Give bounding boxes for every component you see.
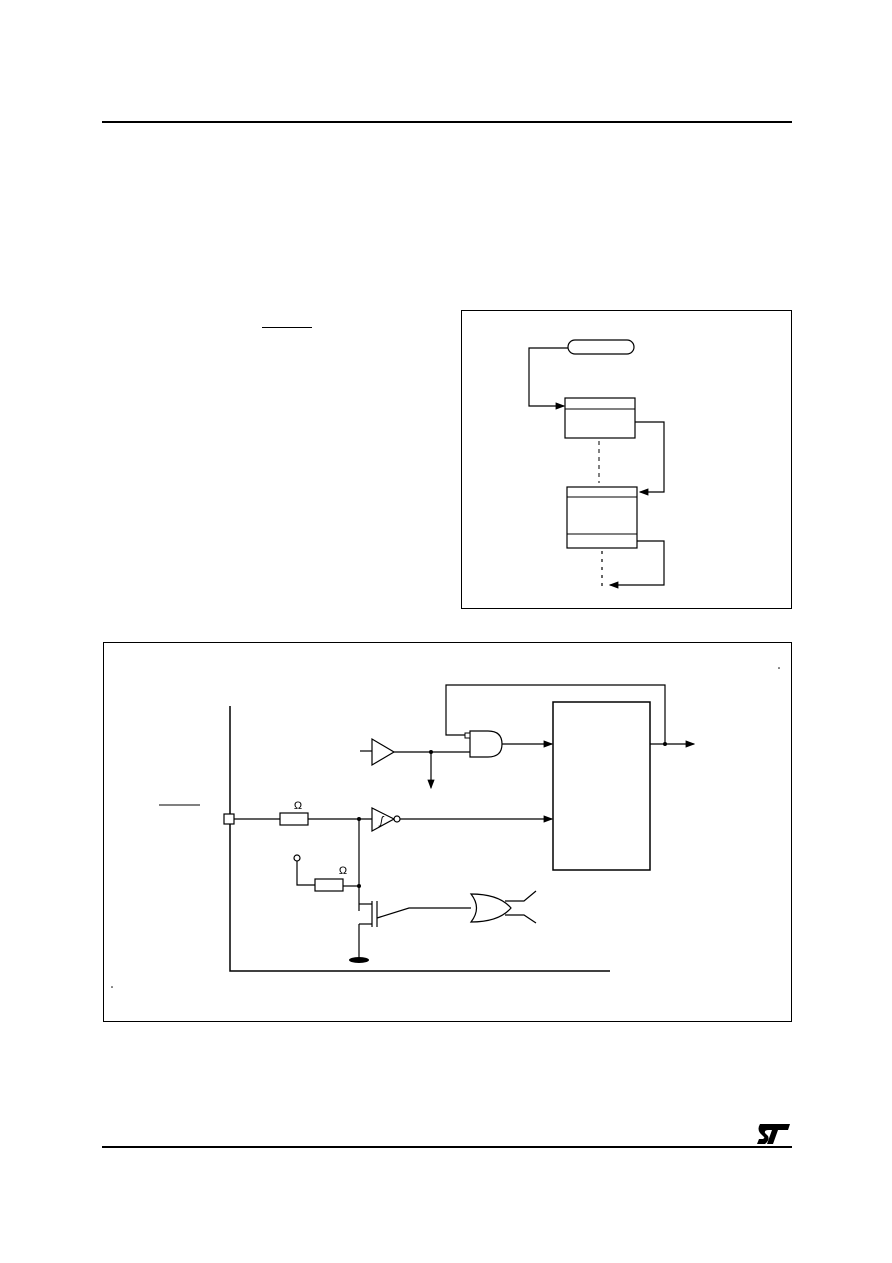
return-arrow [608,540,665,589]
input-buffer [371,737,396,767]
lower-stack-block [566,486,638,549]
schmitt-inverter [371,807,396,833]
stack-diagram [528,339,665,589]
ground-symbol [349,957,369,963]
reset-circuit-figure: Ω ʃ Ω [103,642,792,1022]
st-logo-icon [757,1124,790,1144]
resistor-1-unit: Ω [294,800,302,812]
vdd-terminal [293,854,301,862]
overline-mark [262,327,312,328]
footer-rule [102,1146,792,1148]
chip-boundary [229,706,610,972]
and-gate [469,730,503,758]
reset-circuit: Ω ʃ Ω [111,667,780,988]
schmitt-symbol: ʃ [378,815,385,827]
or-gate [469,893,512,923]
resistor-2 [314,878,344,892]
upper-to-lower-arrow [635,421,665,496]
capsule-to-block-arrow [528,347,568,410]
resistor-2-unit: Ω [339,865,347,877]
header-rule [102,121,792,123]
resistor-1 [279,812,309,826]
stack-diagram-figure [461,310,792,609]
reset-logic-block [552,701,651,871]
stack-pointer-capsule [567,339,635,355]
upper-stack-block [564,397,636,439]
reset-pin-pad [223,813,235,825]
